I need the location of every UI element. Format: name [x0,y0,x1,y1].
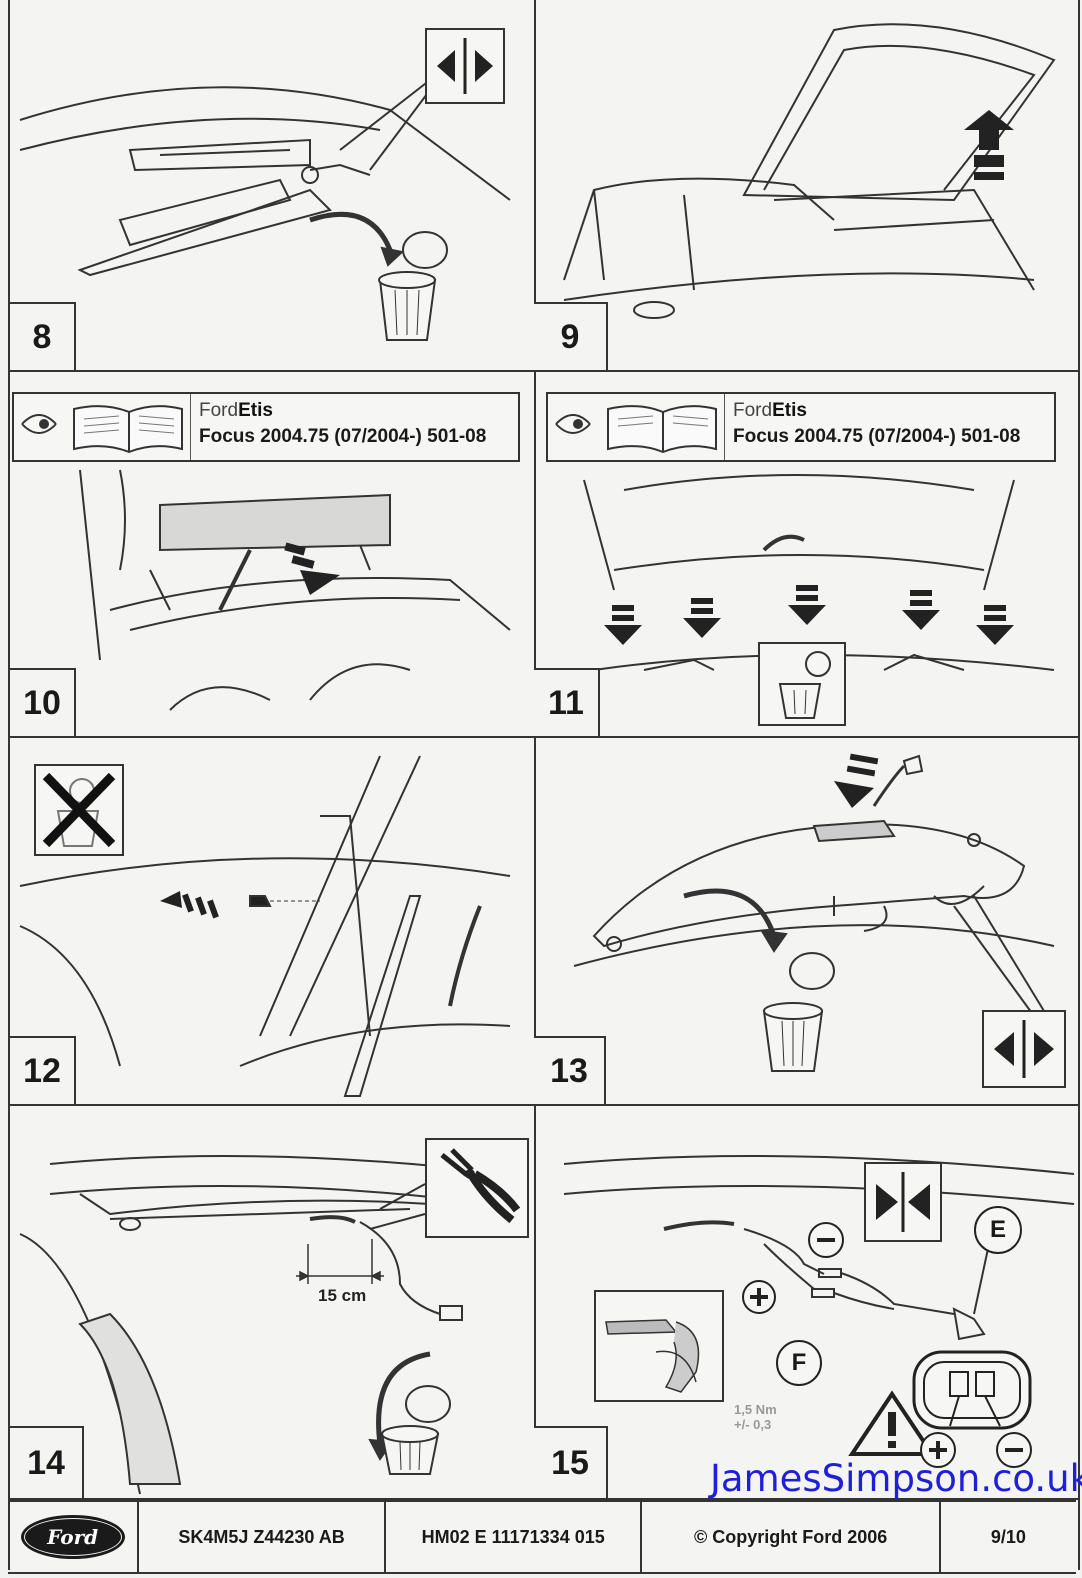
up-arrow-icon [964,110,1014,180]
manual-book-icon [73,405,183,454]
torque-spec: 1,5 Nm +/- 0,3 [734,1402,777,1432]
no-discard-icon [34,764,124,856]
page-number: 9/10 [990,1526,1026,1547]
step-number-15: 15 [534,1426,608,1498]
measure-label: 15 cm [318,1286,366,1305]
etis-brand: FordEtis [199,400,273,421]
soldering-tool-icon [594,1290,724,1402]
down-arrow-icon [284,542,340,595]
step-10-illustration [79,469,511,711]
callout-e: E [974,1206,1022,1254]
etis-model: Focus 2004.75 (07/2004-) 501-08 [199,426,487,447]
down-arrow-icon [160,891,219,919]
footer: Ford SK4M5J Z44230 AB HM02 E 11171334 01… [8,1500,1076,1574]
connector-socket-icon [910,1346,1034,1434]
etis-brand: FordEtis [733,400,807,421]
step-number-9: 9 [534,302,608,370]
minus-icon [996,1432,1032,1468]
document-code: HM02 E 11171334 015 [386,1502,643,1572]
step-number-12: 12 [10,1036,76,1104]
panel-step-13: 13 [534,736,1080,1106]
disconnect-arrows-icon [982,1010,1066,1088]
panel-step-10: FordEtis Focus 2004.75 (07/2004-) 501-08 [10,370,536,738]
part-number: SK4M5J Z44230 AB [139,1502,386,1572]
minus-icon [808,1222,844,1258]
disconnect-arrows-icon [425,28,505,104]
ford-logo: Ford [8,1502,140,1572]
panel-step-8: 8 [10,0,536,372]
trash-bin-icon [370,1324,460,1484]
trash-bin-icon [754,941,844,1081]
callout-f: F [776,1340,822,1386]
eye-icon [555,414,591,434]
step-13-illustration [573,753,1055,1017]
panel-step-12: 12 [10,736,536,1106]
trash-bin-icon [365,220,455,350]
warning-triangle-icon [848,1390,936,1456]
step-number-10: 10 [10,668,76,736]
panel-step-9: 9 [534,0,1080,372]
trash-bin-icon [758,642,846,726]
panel-step-11: FordEtis Focus 2004.75 (07/2004-) 501-08 [534,370,1080,738]
step-11-illustration [583,474,1055,671]
manual-book-icon [607,405,717,454]
measure-dimension [296,1239,384,1284]
step-number-8: 8 [10,302,76,370]
step-number-13: 13 [534,1036,606,1104]
plus-icon [920,1432,956,1468]
down-arrow-icon [834,753,879,808]
instruction-sheet: 8 9 [8,0,1080,1570]
step-9-illustration [563,23,1056,319]
down-arrow-icon [604,585,1014,645]
side-cutters-icon [425,1138,529,1238]
step-12-illustration [19,755,511,1097]
eye-icon [21,414,57,434]
ford-etis-reference: FordEtis Focus 2004.75 (07/2004-) 501-08 [12,392,520,462]
step-number-11: 11 [534,668,600,736]
watermark: JamesSimpson.co.uk [710,1457,1082,1500]
ford-etis-reference-2: FordEtis Focus 2004.75 (07/2004-) 501-08 [546,392,1056,462]
panel-step-14: 15 cm 14 [10,1104,536,1500]
copyright: © Copyright Ford 2006 [642,1502,941,1572]
step-8-illustration [19,79,511,277]
etis-model: Focus 2004.75 (07/2004-) 501-08 [733,426,1021,447]
plus-icon [742,1280,776,1314]
step-15-illustration [563,1155,1075,1456]
connect-arrows-icon [864,1162,942,1242]
step-number-14: 14 [10,1426,84,1498]
panel-step-15: F E 1,5 Nm +/- 0,3 15 [534,1104,1080,1500]
step-14-illustration: 15 cm [19,1155,511,1495]
